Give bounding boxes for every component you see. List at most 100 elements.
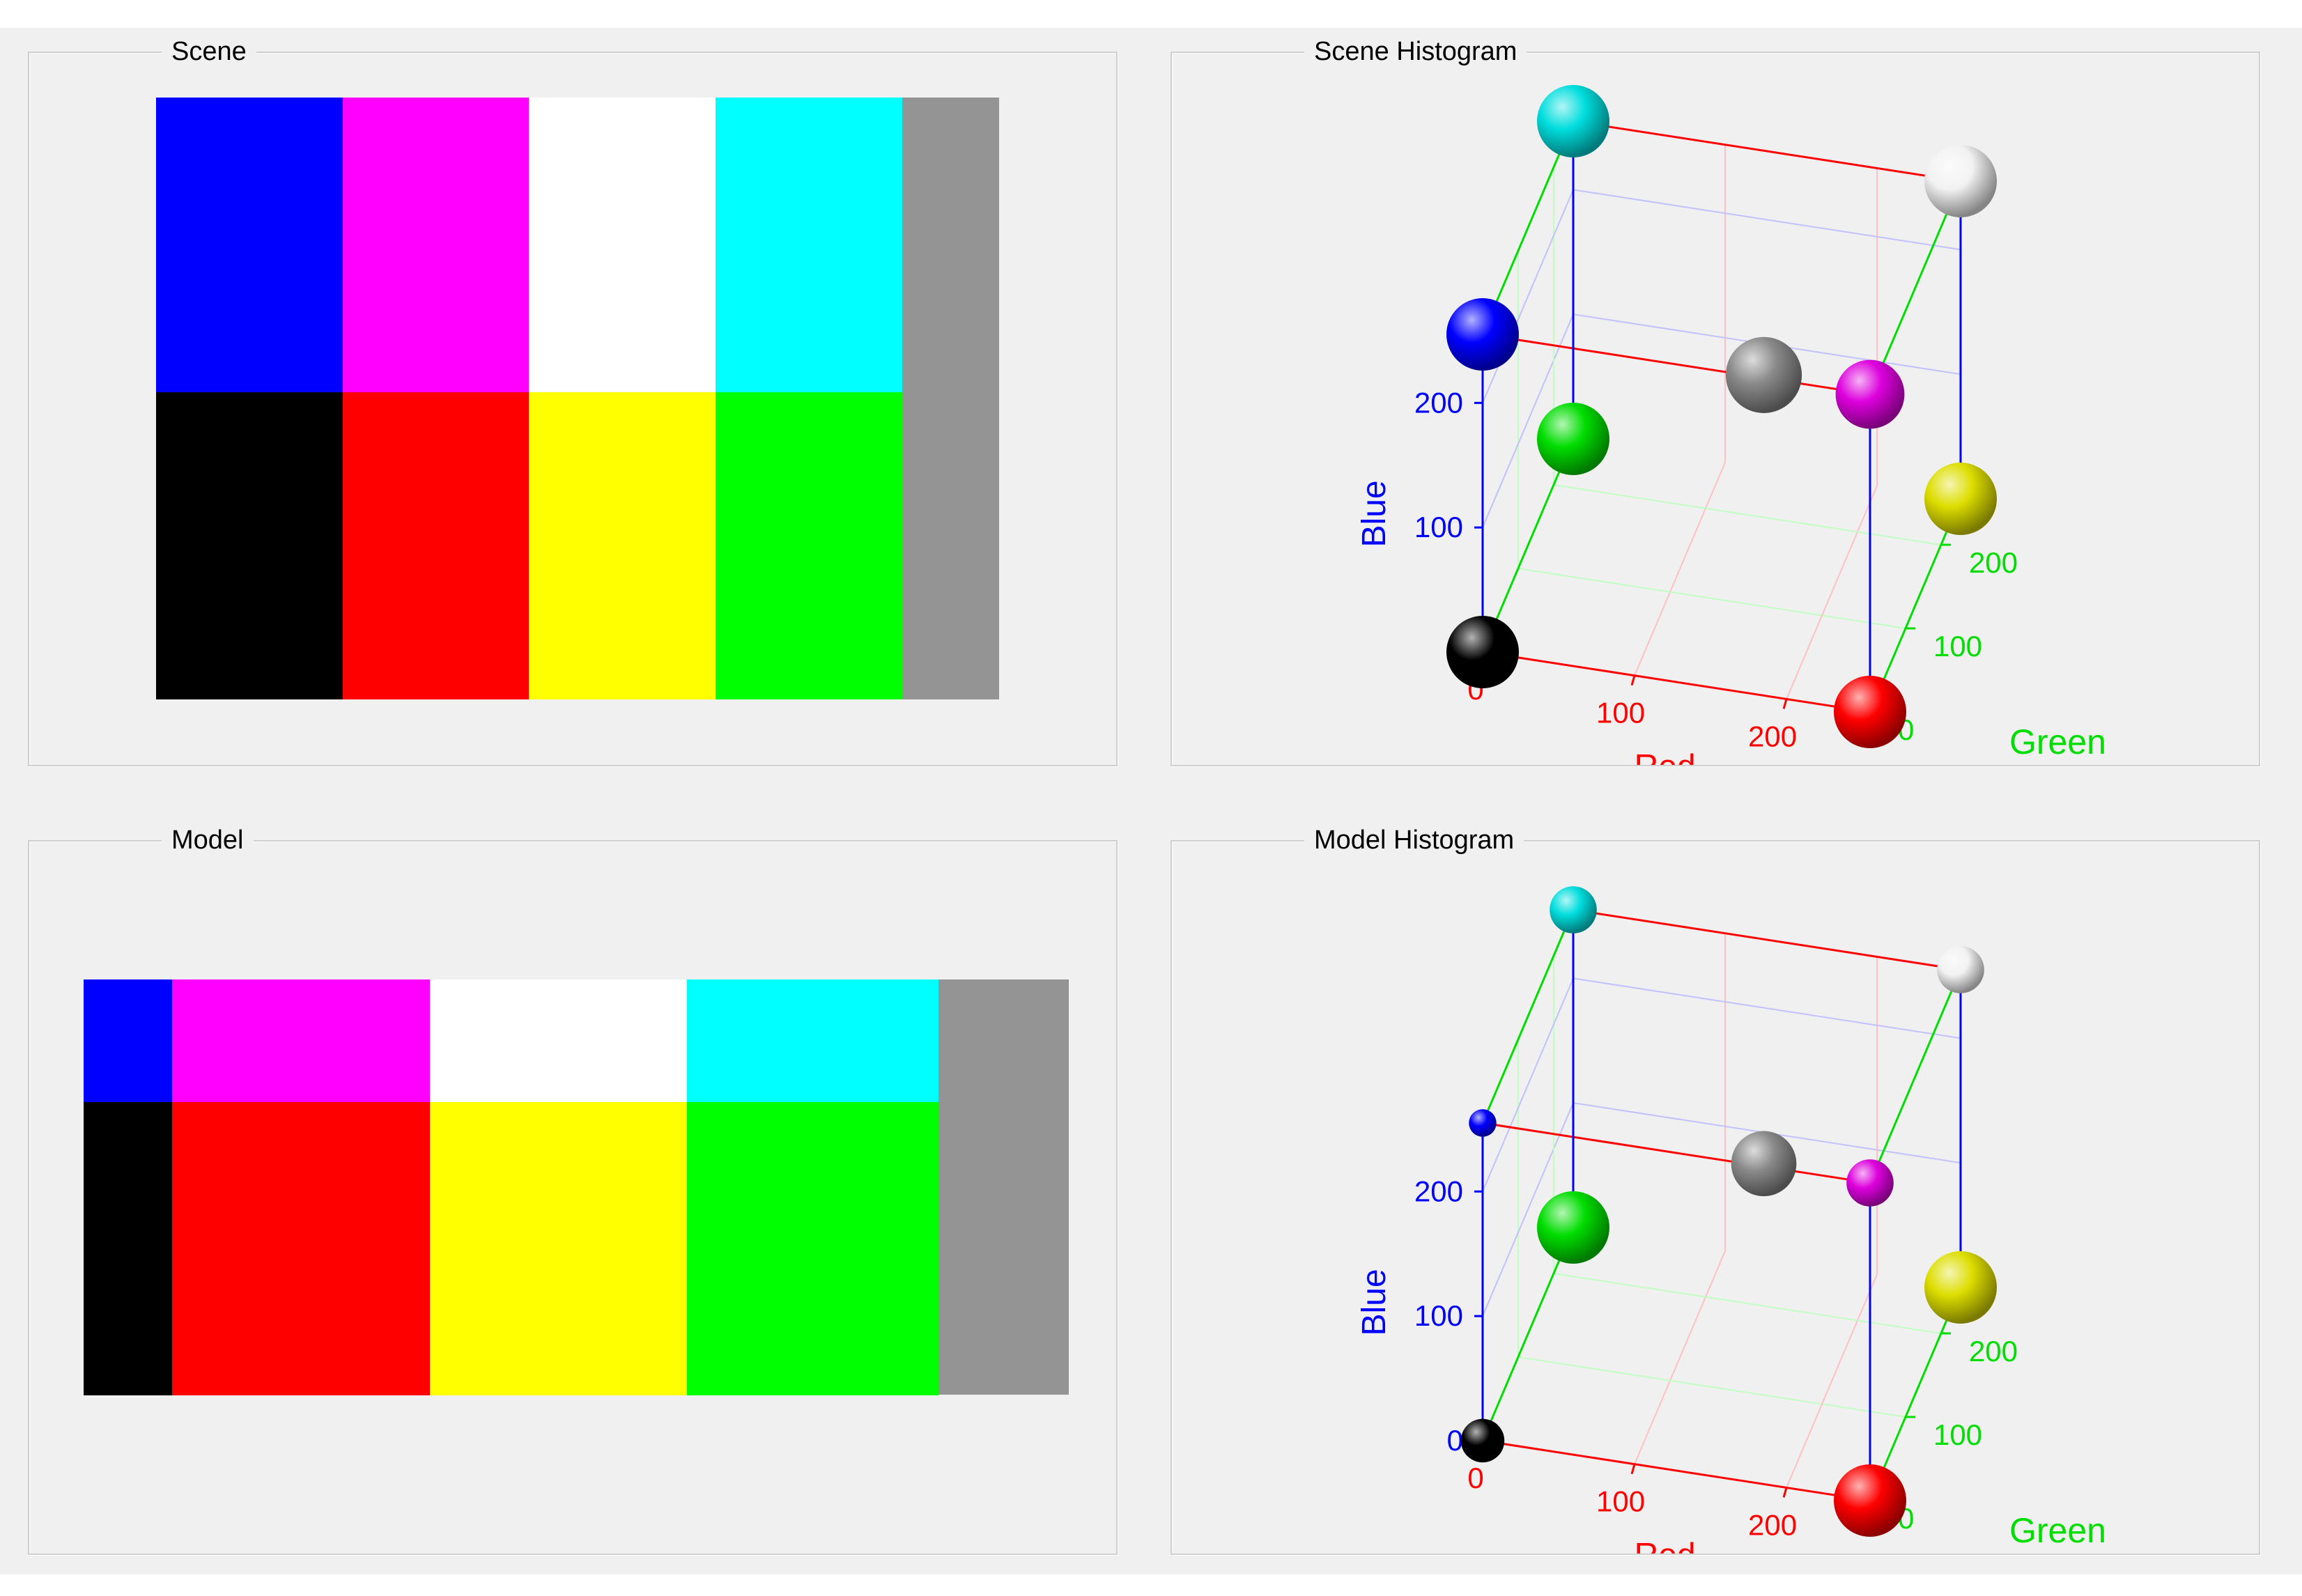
scene-hist-grid-floor-r: [1786, 486, 1878, 699]
model-hist-sphere-black: [1460, 1418, 1505, 1463]
model-hist-sphere-magenta: [1846, 1159, 1894, 1207]
model-hist-blue-tick-label: 200: [1414, 1175, 1463, 1207]
scene-hist-edge-red-axis: [1482, 651, 1871, 713]
scene-hist-blue-axis-label: Blue: [1356, 480, 1393, 547]
model-swatch-magenta: [172, 979, 431, 1102]
scene-hist-sphere-black: [1446, 616, 1519, 688]
scene-hist-grid-left-b: [1482, 189, 1574, 403]
model-hist-edge-red-top-front: [1482, 1122, 1871, 1184]
scene-hist-grid-floor-g: [1553, 484, 1942, 545]
scene-hist-sphere-white: [1924, 145, 1997, 217]
scene-swatch-blue: [156, 98, 343, 393]
scene-hist-edge-green-floor-left: [1481, 438, 1575, 653]
scene-hist-sphere-green: [1537, 403, 1609, 475]
model-swatch-cyan: [687, 979, 939, 1102]
model-hist-grid-floor-g: [1553, 1273, 1942, 1334]
scene-panel: Scene: [28, 38, 1118, 766]
model-swatch-yellow: [429, 1101, 688, 1395]
model-swatch-gray: [938, 979, 1069, 1395]
scene-hist-sphere-red: [1834, 676, 1906, 748]
scene-hist-green-axis-label: Green: [2009, 722, 2106, 761]
scene-hist-sphere-magenta: [1835, 359, 1905, 429]
model-hist-sphere-red: [1834, 1464, 1906, 1537]
model-histogram-panel: Model Histogram 0100200Blue0100200Red010…: [1171, 826, 2260, 1555]
model-hist-edge-green-top-left: [1481, 909, 1575, 1124]
model-hist-sphere-green: [1537, 1191, 1609, 1264]
model-hist-grid-left-b: [1482, 977, 1574, 1192]
model-hist-edge-red-top-back: [1573, 908, 1961, 971]
scene-hist-green-tick-label: 100: [1933, 630, 1982, 663]
scene-swatch-cyan: [716, 98, 903, 393]
scene-histogram-title: Scene Histogram: [1304, 38, 1527, 65]
scene-hist-red-tick: [1782, 699, 1788, 709]
model-hist-edge-green-top-right: [1869, 969, 1962, 1184]
model-histogram-title: Model Histogram: [1304, 826, 1524, 854]
model-histogram-chart: 0100200Blue0100200Red0100200Green: [1356, 886, 2106, 1554]
scene-swatch-magenta: [342, 98, 530, 393]
model-hist-green-tick-label: 200: [1969, 1335, 2018, 1368]
scene-hist-edge-red-top-front: [1482, 333, 1871, 396]
model-hist-sphere-gray: [1731, 1131, 1797, 1197]
scene-swatch-red: [342, 392, 530, 700]
scene-hist-blue-tick-label: 100: [1414, 511, 1463, 543]
model-hist-edge-green-floor-left: [1481, 1227, 1575, 1441]
model-swatch-red: [172, 1101, 431, 1395]
scene-hist-grid-left-b: [1482, 313, 1574, 528]
model-hist-edge-green-axis: [1869, 1287, 1962, 1501]
model-hist-grid-back-b: [1573, 977, 1961, 1039]
model-swatch-black: [84, 1101, 173, 1395]
scene-hist-edge-red-top-back: [1573, 120, 1961, 183]
model-hist-sphere-blue: [1469, 1109, 1497, 1137]
model-hist-sphere-white: [1937, 946, 1984, 993]
model-swatch-green: [687, 1101, 939, 1395]
scene-swatch-white: [529, 98, 716, 393]
model-hist-blue-tick-label: 100: [1414, 1299, 1463, 1332]
model-hist-red-tick-label: 100: [1596, 1485, 1645, 1518]
scene-hist-grid-floor-g: [1517, 568, 1906, 629]
model-hist-grid-floor-r: [1634, 1250, 1726, 1465]
scene-histogram-panel: Scene Histogram 0100200Blue0100200Red010…: [1171, 38, 2260, 766]
model-hist-grid-floor-g: [1517, 1356, 1906, 1418]
model-swatch-white: [429, 979, 688, 1102]
scene-swatch-gray: [902, 98, 999, 699]
scene-hist-edge-green-top-right: [1869, 180, 1962, 395]
model-hist-red-tick-label: 0: [1467, 1462, 1483, 1494]
scene-hist-red-axis-label: Red: [1635, 748, 1696, 765]
scene-hist-edge-green-top-left: [1481, 121, 1575, 335]
scene-panel-title: Scene: [162, 38, 256, 65]
model-panel: Model: [28, 826, 1118, 1555]
scene-hist-edge-green-axis: [1869, 498, 1962, 713]
model-panel-title: Model: [162, 826, 254, 854]
scene-hist-red-tick: [1630, 675, 1636, 686]
model-image: [84, 979, 1069, 1395]
model-hist-blue-axis-label: Blue: [1356, 1269, 1393, 1335]
model-hist-sphere-cyan: [1550, 886, 1597, 933]
scene-hist-sphere-yellow: [1924, 463, 1997, 535]
scene-hist-sphere-cyan: [1537, 85, 1609, 157]
scene-hist-sphere-gray: [1725, 336, 1802, 413]
scene-hist-sphere-blue: [1446, 298, 1519, 371]
model-hist-blue-tick-label: 0: [1447, 1424, 1463, 1457]
model-hist-red-tick: [1782, 1487, 1788, 1498]
scene-swatch-yellow: [529, 392, 716, 700]
model-hist-red-tick-label: 200: [1748, 1508, 1797, 1541]
model-hist-red-axis-label: Red: [1635, 1537, 1696, 1554]
scene-hist-red-tick-label: 200: [1748, 720, 1797, 752]
model-hist-green-axis-label: Green: [2009, 1511, 2106, 1550]
scene-image: [156, 98, 999, 700]
model-hist-green-tick-label: 100: [1933, 1418, 1982, 1451]
scene-swatch-black: [156, 392, 343, 700]
model-hist-red-tick: [1630, 1464, 1636, 1475]
scene-hist-grid-back-b: [1573, 189, 1961, 251]
scene-hist-green-tick-label: 200: [1969, 546, 2018, 579]
model-hist-sphere-yellow: [1924, 1251, 1997, 1324]
model-swatch-blue: [84, 979, 173, 1102]
scene-hist-grid-floor-r: [1634, 462, 1726, 676]
model-hist-grid-floor-r: [1786, 1274, 1878, 1488]
scene-swatch-green: [716, 392, 903, 700]
model-hist-grid-left-b: [1482, 1102, 1574, 1317]
scene-hist-red-tick-label: 100: [1596, 697, 1645, 729]
scene-histogram-chart: 0100200Blue0100200Red0100200Green: [1356, 85, 2106, 765]
model-hist-edge-red-axis: [1482, 1439, 1871, 1502]
scene-hist-blue-tick-label: 200: [1414, 386, 1463, 419]
